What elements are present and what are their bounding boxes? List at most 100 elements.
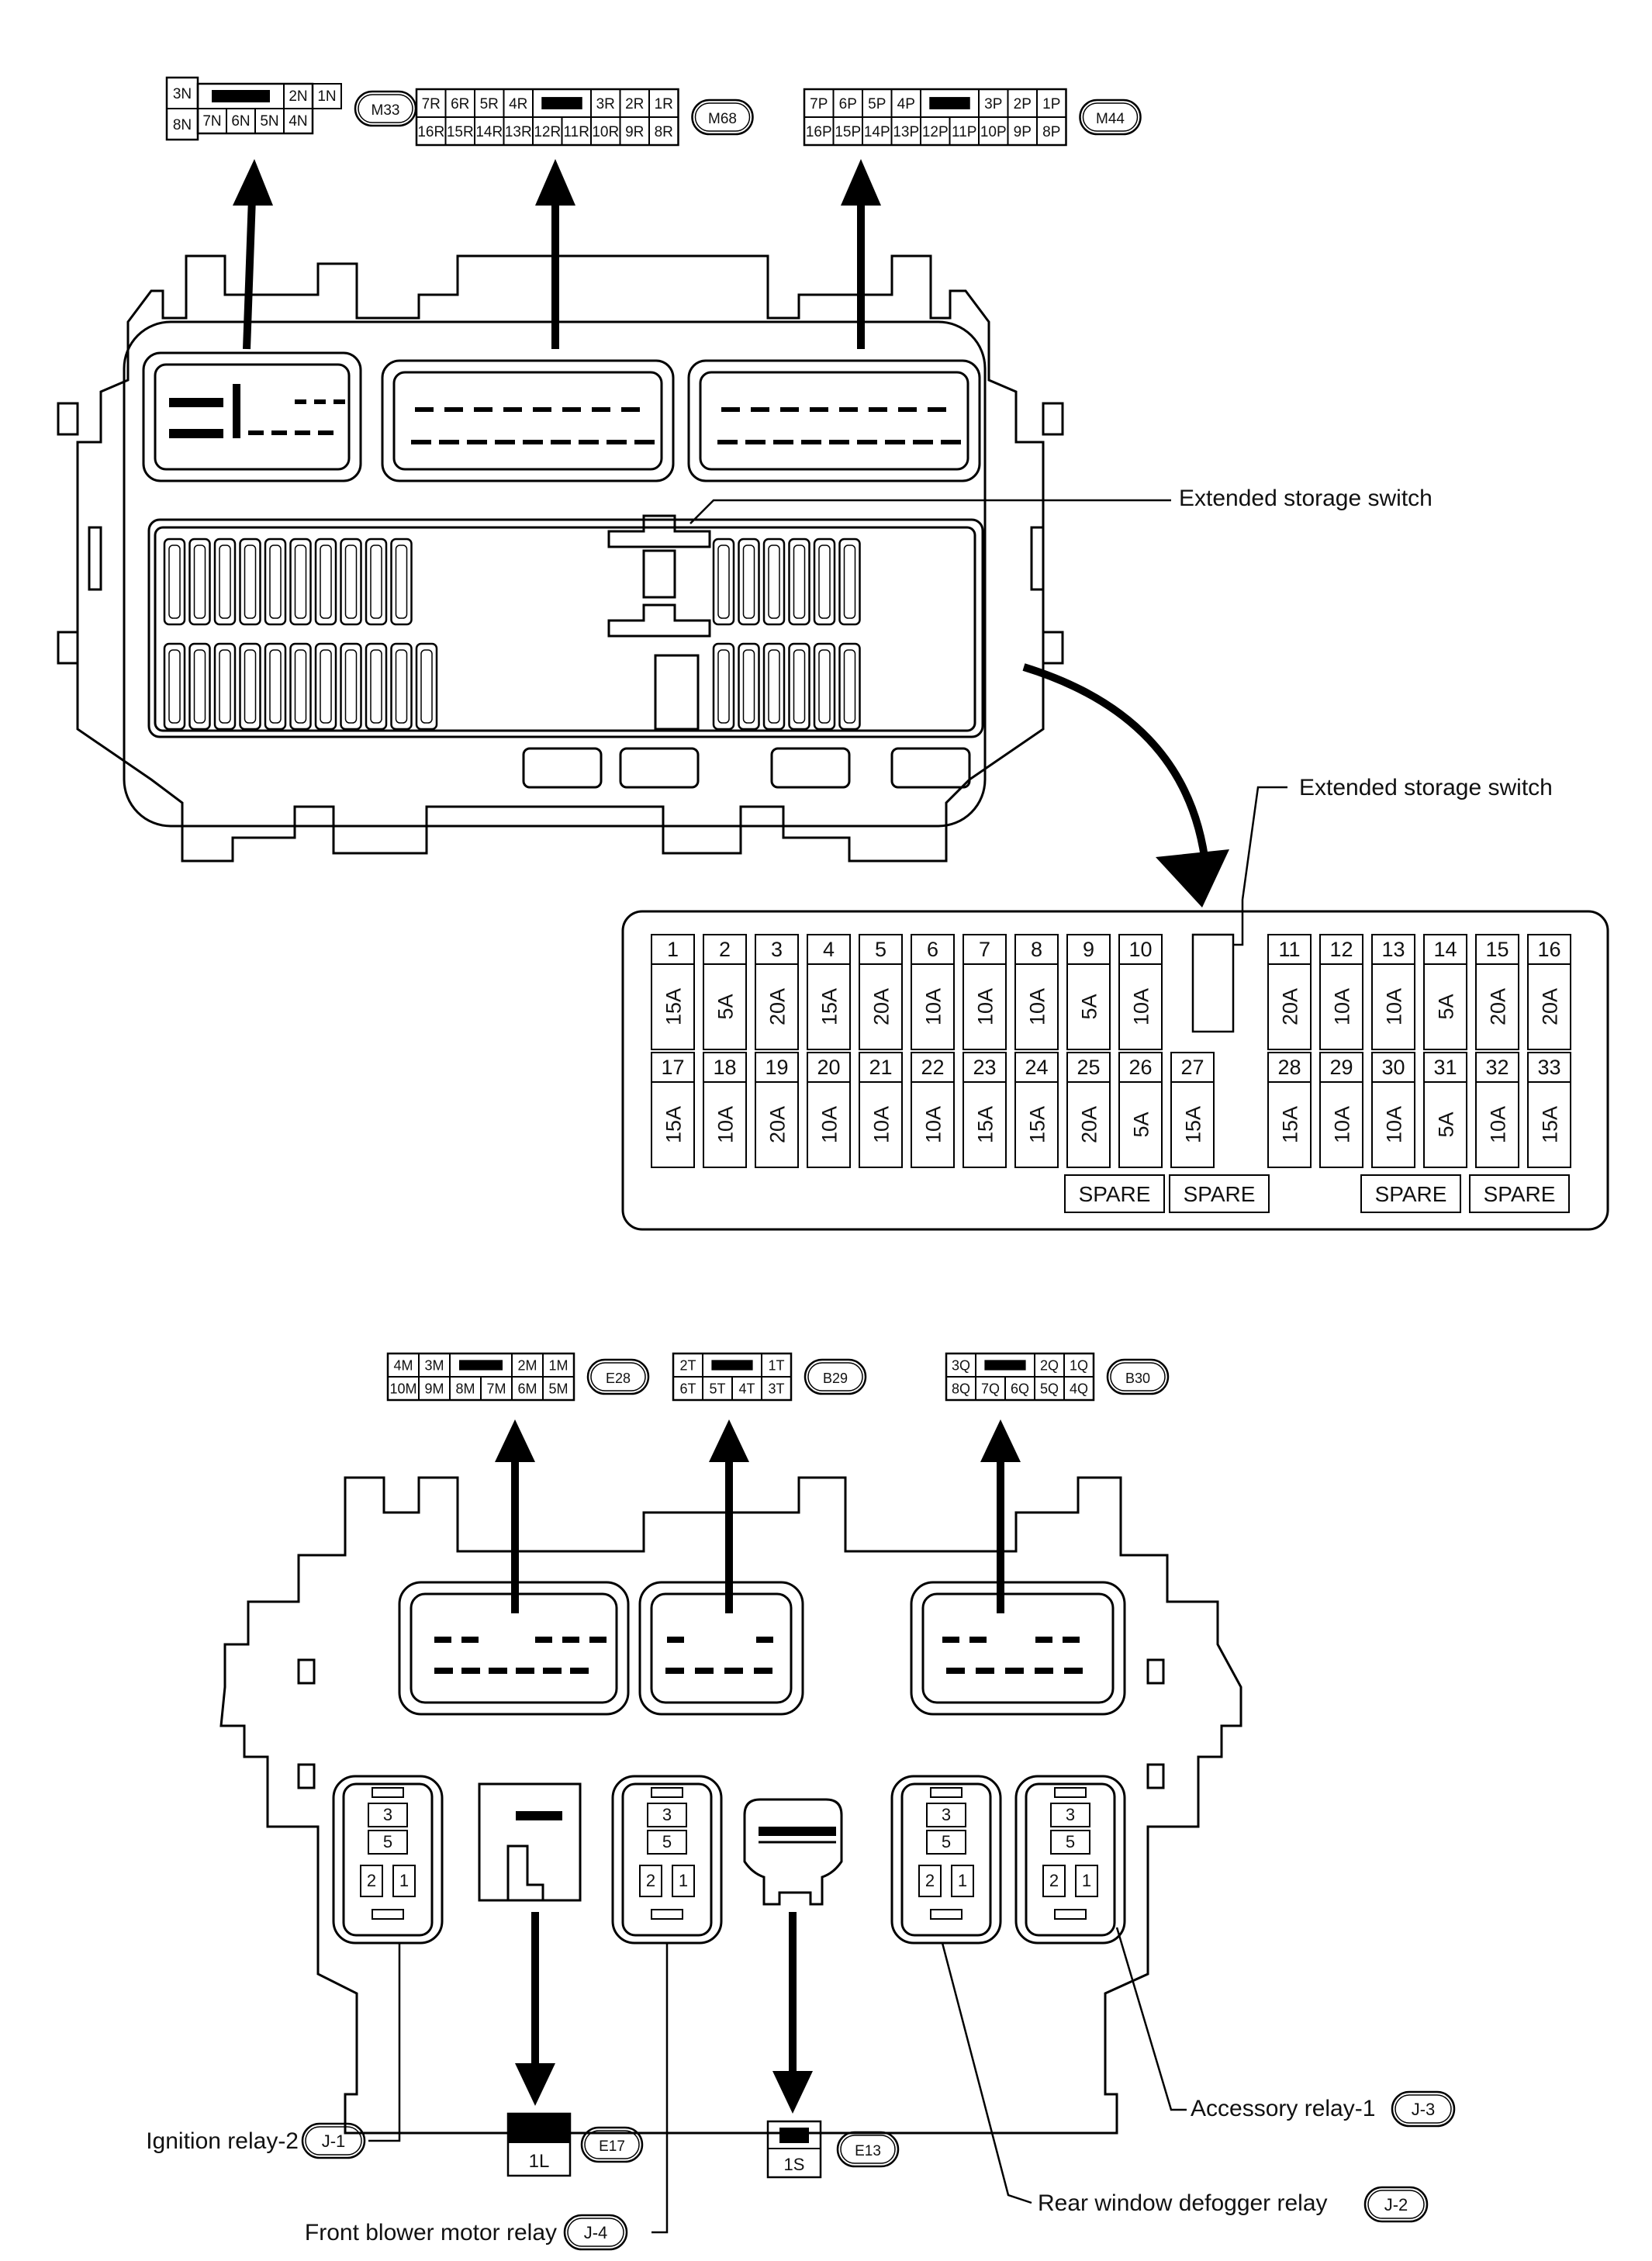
fuse-amp-cell [1319, 1081, 1363, 1168]
fuse-slot [163, 642, 186, 731]
fuse-amperage: 5A [1078, 994, 1101, 1019]
m33-pin-label: 5N [260, 113, 278, 130]
fuse-amp-cell [807, 963, 851, 1050]
m68-pin-label: 10R [592, 124, 619, 140]
e13-socket-bar [759, 1827, 836, 1836]
m68-pin-label: 7R [422, 96, 441, 112]
fuse-amp-cell [1319, 963, 1363, 1050]
fuse-number: 12 [1329, 938, 1353, 961]
fuse-slot [390, 538, 413, 626]
blower-badge [563, 2214, 628, 2251]
spare-label: SPARE [1079, 1182, 1151, 1206]
spare-cell [1064, 1174, 1165, 1213]
fuse-amperage: 20A [1078, 1106, 1101, 1143]
fuse-slot [213, 642, 237, 731]
relay-pin-label: 2 [367, 1871, 376, 1890]
b30-id: B30 [1125, 1371, 1150, 1386]
bottom-socket-pins [434, 1637, 1083, 1844]
fuse-amp-cell [755, 1081, 799, 1168]
relay-pin-label: 2 [1049, 1871, 1059, 1890]
b30-pin-label: 4Q [1070, 1381, 1088, 1396]
fuse-slot [289, 642, 312, 731]
arrow-b30 [980, 1419, 1021, 1613]
arrow-e17 [515, 1912, 555, 2106]
fuse-amp-cell [1014, 1081, 1059, 1168]
fuse-amperage: 15A [818, 988, 842, 1025]
fuse-slot [188, 642, 211, 731]
m68-pin-label: 9R [625, 124, 644, 140]
fuse-amp-cell [1267, 1081, 1312, 1168]
b30-key-bar [984, 1360, 1026, 1371]
m68-pin-label: 12R [534, 124, 561, 140]
fuse-amperage: 10A [1331, 988, 1354, 1025]
fuse-number: 2 [719, 938, 731, 961]
fuse-amperage: 20A [1487, 988, 1510, 1025]
m44-pin-label: 12P [922, 124, 949, 140]
fuse-slot [340, 642, 362, 731]
fuse-number: 25 [1077, 1056, 1100, 1079]
fuse-slot [712, 642, 735, 731]
fuse-amp-cell [703, 1081, 747, 1168]
arrow-to-fuse-legend [1022, 663, 1229, 908]
fuse-amp-cell [1118, 963, 1163, 1050]
m33-pin-label: 1N [317, 88, 336, 105]
fuse-slot [188, 538, 211, 626]
m44-pin-label: 16P [806, 124, 832, 140]
b30-pin-label: 5Q [1040, 1381, 1059, 1396]
e28-key-bar [459, 1360, 503, 1371]
m44-id: M44 [1096, 111, 1125, 127]
arrow-e13 [772, 1912, 813, 2114]
fuse-amp-cell [1423, 963, 1467, 1050]
m33-pin-label: 8N [173, 117, 192, 133]
e28-id: E28 [606, 1371, 631, 1386]
e28-pin-label: 10M [389, 1381, 416, 1396]
fuse-number: 8 [1031, 938, 1042, 961]
acc1-label: Accessory relay-1 [1191, 2096, 1375, 2121]
fuse-slot [239, 538, 261, 626]
acc1-badge [1391, 2090, 1456, 2128]
fuse-amperage: 5A [1435, 1111, 1458, 1137]
e13-badge [836, 2131, 900, 2168]
fuse-slot [365, 642, 388, 731]
b30-pin-label: 2Q [1040, 1357, 1059, 1373]
fuse-amperage: 10A [714, 1106, 738, 1143]
m68-pin-label: 4R [509, 96, 527, 112]
fuse-amp-cell [703, 963, 747, 1050]
relay-pin-label: 1 [399, 1871, 409, 1890]
relay-pin-label: 3 [662, 1805, 672, 1824]
spare-cell [1169, 1174, 1270, 1213]
fuse-slot [813, 642, 836, 731]
fuse-number: 15 [1485, 938, 1509, 961]
m44-pin-label: 2P [1014, 96, 1032, 112]
fuse-slot [838, 642, 861, 731]
e13-id: E13 [855, 2143, 881, 2159]
fuse-number: 18 [713, 1056, 736, 1079]
fuse-number: 27 [1180, 1056, 1204, 1079]
fuse-amp-cell [1066, 963, 1111, 1050]
fuse-number: 10 [1128, 938, 1152, 961]
m68-id: M68 [708, 111, 737, 127]
fuse-amperage: 15A [1182, 1106, 1205, 1143]
m44-badge [1079, 99, 1142, 136]
fuse-amperage: 5A [1435, 994, 1458, 1019]
b29-badge [804, 1358, 867, 1395]
m44-pin-label: 1P [1042, 96, 1060, 112]
m44-pin-label: 14P [864, 124, 890, 140]
fuse-amperage: 15A [662, 1106, 686, 1143]
fuse-number: 7 [979, 938, 990, 961]
fuse-legend-cells: 115A25A320A415A520A610A710A810A95A1010A1… [651, 934, 1571, 1168]
fuse-amp-cell [859, 1081, 903, 1168]
fuse-amperage: 10A [1026, 988, 1049, 1025]
fuse-amperage: 10A [974, 988, 997, 1025]
e17-key-bar [508, 2114, 570, 2143]
relay-pin-label: 5 [942, 1832, 951, 1851]
m44-pin-label: 9P [1014, 124, 1032, 140]
relay-pin-label: 3 [942, 1805, 951, 1824]
fuse-slot [712, 538, 735, 626]
